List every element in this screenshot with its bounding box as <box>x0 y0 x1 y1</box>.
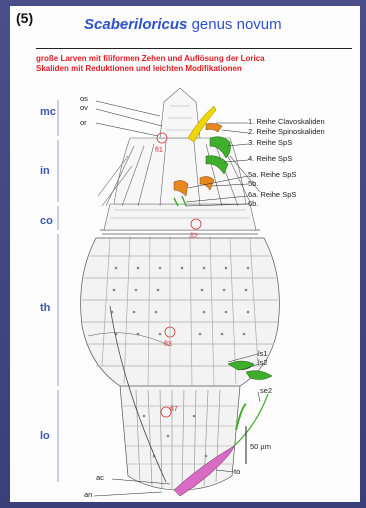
spinoscalid-orange <box>206 123 222 132</box>
label-row5a: 5a. Reihe SpS <box>248 170 296 179</box>
figure-panel: (5) Scaberiloricus genus novum große Lar… <box>10 6 360 502</box>
neck-collar <box>104 204 256 230</box>
label-row1: 1. Reihe Clavoskaliden <box>248 117 325 126</box>
label-fl2: fl2 <box>190 231 198 240</box>
larva-drawing <box>10 6 360 502</box>
label-se2: se2 <box>260 386 272 395</box>
label-ac: ac <box>96 473 104 482</box>
label-fl3: fl3 <box>164 339 172 348</box>
label-row4: 4. Reihe SpS <box>248 154 292 163</box>
label-fl1: fl1 <box>155 145 163 154</box>
label-row2: 2. Reihe Spinoskaliden <box>248 127 325 136</box>
label-or: or <box>80 118 87 127</box>
label-ls1: ls1 <box>258 349 268 358</box>
label-row3: 3. Reihe SpS <box>248 138 292 147</box>
scale-bar-label: 50 µm <box>250 442 271 451</box>
label-to: to <box>234 467 240 476</box>
label-fl7: fl7 <box>170 404 178 413</box>
introvert <box>98 138 260 206</box>
label-row5b: 5b. <box>248 179 258 188</box>
label-ov: ov <box>80 103 88 112</box>
label-an: an <box>84 490 92 499</box>
lorica-body <box>81 230 280 490</box>
label-row6b: 6b. <box>248 199 258 208</box>
label-row6a: 6a. Reihe SpS <box>248 190 296 199</box>
label-ls2: ls2 <box>258 358 268 367</box>
label-os: os <box>80 94 88 103</box>
